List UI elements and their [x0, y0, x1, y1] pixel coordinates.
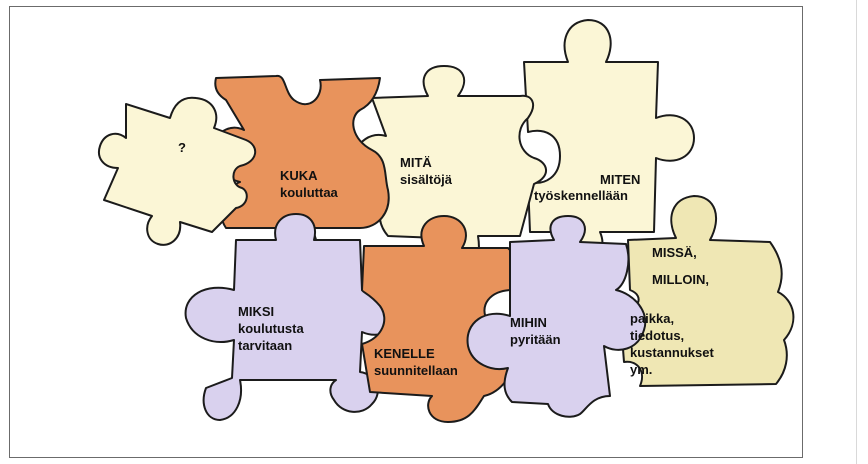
missa-paikka: paikka,: [630, 311, 674, 326]
piece-miten-shape: [524, 20, 694, 256]
kenelle-title: KENELLE: [374, 346, 435, 361]
piece-miten: [524, 20, 694, 256]
missa-title: MISSÄ,: [652, 245, 697, 260]
piece-miksi: [186, 214, 398, 420]
mita-subtitle: sisältöjä: [400, 172, 453, 187]
missa-tiedotus: tiedotus,: [630, 328, 684, 343]
question-mark-label: ?: [178, 140, 186, 155]
kuka-subtitle: kouluttaa: [280, 185, 339, 200]
mihin-title: MIHIN: [510, 315, 547, 330]
missa-ym: ym.: [630, 362, 652, 377]
miksi-title: MIKSI: [238, 304, 274, 319]
miten-title: MITEN: [600, 172, 640, 187]
kenelle-subtitle: suunnitellaan: [374, 363, 458, 378]
missa-kustannukset: kustannukset: [630, 345, 714, 360]
piece-miksi-shape: [186, 214, 398, 420]
miten-subtitle: työskennellään: [534, 188, 628, 203]
kuka-title: KUKA: [280, 168, 318, 183]
milloin-title: MILLOIN,: [652, 272, 709, 287]
mita-title: MITÄ: [400, 155, 432, 170]
miksi-line3: tarvitaan: [238, 338, 292, 353]
miksi-line2: koulutusta: [238, 321, 304, 336]
mihin-subtitle: pyritään: [510, 332, 561, 347]
